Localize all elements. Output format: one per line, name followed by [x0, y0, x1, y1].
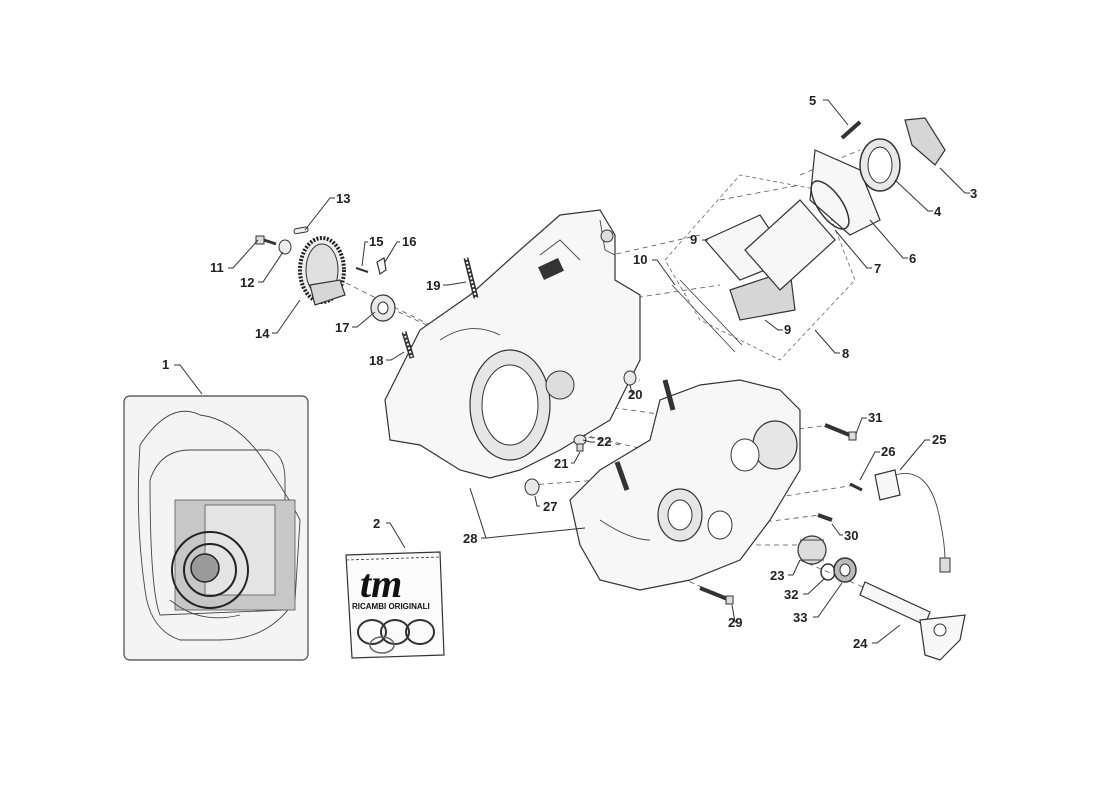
callout-4: 4	[934, 204, 942, 219]
bag-subtitle: RICAMBI ORIGINALI	[352, 602, 430, 611]
callout-5: 5	[809, 93, 816, 108]
bearing-23	[797, 535, 827, 565]
dowel-20	[623, 370, 637, 386]
callout-8: 8	[842, 346, 849, 361]
callout-28: 28	[463, 531, 477, 546]
callout-10: 10	[633, 252, 647, 267]
screw-15	[355, 267, 369, 273]
callout-22: 22	[597, 434, 611, 449]
stud-18	[401, 331, 415, 359]
callout-1: 1	[162, 357, 169, 372]
left-crankcase	[384, 209, 641, 479]
bolt-11	[255, 235, 277, 246]
callout-14: 14	[255, 326, 270, 341]
callout-24: 24	[853, 636, 868, 651]
callout-30: 30	[844, 528, 858, 543]
callout-9-lower: 9	[784, 322, 791, 337]
gasket-kit-box	[123, 395, 309, 661]
callout-11: 11	[210, 260, 224, 275]
screw-26	[849, 482, 863, 492]
stud-19	[463, 257, 479, 299]
callout-2: 2	[373, 516, 380, 531]
washer-12	[278, 239, 292, 255]
callout-17: 17	[335, 320, 349, 335]
callout-21: 21	[554, 456, 568, 471]
plug-21-22	[573, 434, 587, 452]
callout-6: 6	[909, 251, 916, 266]
parts-bag: tm RICAMBI ORIGINALI	[345, 551, 445, 659]
bag-logo: tm	[360, 561, 402, 606]
callout-15: 15	[369, 234, 383, 249]
pin-13	[293, 226, 309, 235]
callout-26: 26	[881, 444, 895, 459]
callout-numbers: 1 2 3 4 5 6 7 8 9 9 10 11 12 13 14 15 16…	[162, 93, 977, 651]
callout-23: 23	[770, 568, 784, 583]
callout-13: 13	[336, 191, 350, 206]
callout-7: 7	[874, 261, 881, 276]
bearing-17	[370, 294, 396, 322]
callout-12: 12	[240, 275, 254, 290]
callout-33: 33	[793, 610, 807, 625]
callout-27: 27	[543, 499, 557, 514]
callout-18: 18	[369, 353, 383, 368]
right-crankcase	[569, 379, 801, 591]
callout-16: 16	[402, 234, 416, 249]
callout-31: 31	[868, 410, 882, 425]
callout-32: 32	[784, 587, 798, 602]
bolts-29-30-31	[699, 423, 857, 605]
callout-19: 19	[426, 278, 440, 293]
callout-9-upper: 9	[690, 232, 697, 247]
clip-16	[376, 257, 387, 275]
dowel-27	[524, 478, 540, 496]
shaft-24	[859, 581, 966, 661]
callout-25: 25	[932, 432, 946, 447]
starter-gear	[298, 236, 346, 306]
callout-20: 20	[628, 387, 642, 402]
stud-right	[614, 379, 676, 491]
seal-33	[833, 557, 857, 583]
reed-valve-group	[664, 117, 946, 361]
sensor-25	[874, 469, 951, 573]
callout-29: 29	[728, 615, 742, 630]
callout-3: 3	[970, 186, 977, 201]
leader-lines	[174, 99, 970, 644]
